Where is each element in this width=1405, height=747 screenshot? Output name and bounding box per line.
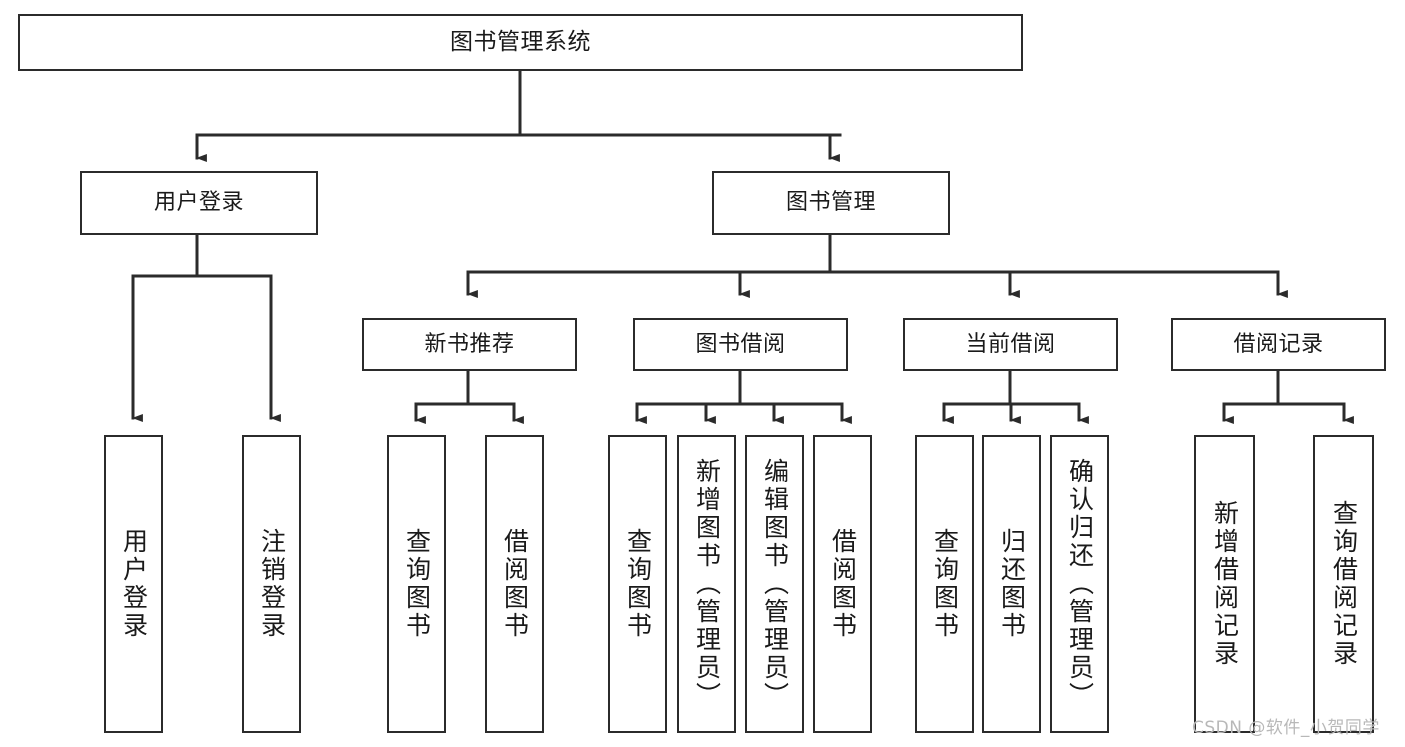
node-label: 归还图书 [997, 528, 1027, 640]
node-label: 新增图书（管理员） [692, 458, 722, 710]
node-label: 借阅图书 [500, 528, 530, 640]
node-label: 新增借阅记录 [1210, 500, 1240, 668]
node-current-borrow[interactable]: 当前借阅 [903, 318, 1118, 371]
node-label: 借阅图书 [828, 528, 858, 640]
leaf-new-book-borrow-book[interactable]: 借阅图书 [485, 435, 544, 733]
node-label: 图书管理系统 [450, 29, 591, 56]
leaf-current-borrow-query-book[interactable]: 查询图书 [915, 435, 974, 733]
node-label: 图书管理 [785, 190, 876, 216]
leaf-borrow-record-query-record[interactable]: 查询借阅记录 [1313, 435, 1374, 733]
node-label: 确认归还（管理员） [1065, 458, 1095, 710]
leaf-book-borrow-borrow-book[interactable]: 借阅图书 [813, 435, 872, 733]
node-label: 借阅记录 [1233, 331, 1324, 357]
node-label: 用户登录 [153, 190, 244, 216]
leaf-borrow-record-add-record[interactable]: 新增借阅记录 [1194, 435, 1255, 733]
node-book-borrow[interactable]: 图书借阅 [633, 318, 848, 371]
leaf-current-borrow-return-book[interactable]: 归还图书 [982, 435, 1041, 733]
node-label: 图书借阅 [695, 331, 786, 357]
leaf-book-borrow-add-book[interactable]: 新增图书（管理员） [677, 435, 736, 733]
node-label: 当前借阅 [965, 331, 1056, 357]
leaf-book-borrow-query-book[interactable]: 查询图书 [608, 435, 667, 733]
node-root-system[interactable]: 图书管理系统 [18, 14, 1023, 71]
leaf-user-login-login[interactable]: 用户登录 [104, 435, 163, 733]
node-label: 注销登录 [257, 528, 287, 640]
node-new-book-recommend[interactable]: 新书推荐 [362, 318, 577, 371]
node-label: 用户登录 [119, 528, 149, 640]
node-label: 新书推荐 [424, 331, 515, 357]
node-label: 编辑图书（管理员） [760, 458, 790, 710]
leaf-current-borrow-confirm-return[interactable]: 确认归还（管理员） [1050, 435, 1109, 733]
node-book-management[interactable]: 图书管理 [712, 171, 950, 235]
leaf-user-login-logout[interactable]: 注销登录 [242, 435, 301, 733]
node-user-login[interactable]: 用户登录 [80, 171, 318, 235]
leaf-new-book-query-book[interactable]: 查询图书 [387, 435, 446, 733]
node-label: 查询借阅记录 [1329, 500, 1359, 668]
node-label: 查询图书 [623, 528, 653, 640]
node-borrow-record[interactable]: 借阅记录 [1171, 318, 1386, 371]
node-label: 查询图书 [402, 528, 432, 640]
leaf-book-borrow-edit-book[interactable]: 编辑图书（管理员） [745, 435, 804, 733]
node-label: 查询图书 [930, 528, 960, 640]
